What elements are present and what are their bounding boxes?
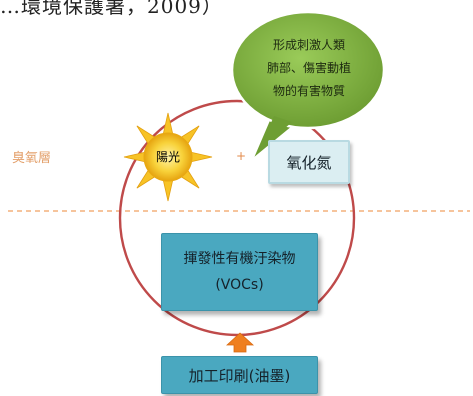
ozone-layer-label: 臭氧層 xyxy=(12,151,52,166)
sun-ray xyxy=(162,180,174,202)
sun-ray xyxy=(162,112,174,134)
bubble-line: 肺部、傷害動植 xyxy=(266,61,351,75)
cycle-circle xyxy=(118,99,356,337)
voc-line: (VOCs) xyxy=(215,277,264,293)
bubble-line: 物的有害物質 xyxy=(272,84,345,98)
voc-line: 揮發性有機汙染物 xyxy=(183,251,296,267)
up-arrow-icon xyxy=(225,332,255,353)
speech-bubble xyxy=(230,10,386,161)
voc-box: 揮發性有機汙染物 (VOCs) xyxy=(161,233,318,311)
sun-icon xyxy=(123,112,213,202)
bubble-text: 形成刺激人類 肺部、傷害動植 物的有害物質 xyxy=(246,34,372,103)
sun-label: 陽光 xyxy=(155,150,180,164)
bubble-line: 形成刺激人類 xyxy=(272,38,345,52)
nitrogen-oxide-box: 氧化氮 xyxy=(268,140,350,184)
printing-ink-box: 加工印刷(油墨) xyxy=(161,356,318,394)
page-title: …環境保護署，2009） xyxy=(0,0,223,18)
plus-sign: + xyxy=(236,149,247,163)
